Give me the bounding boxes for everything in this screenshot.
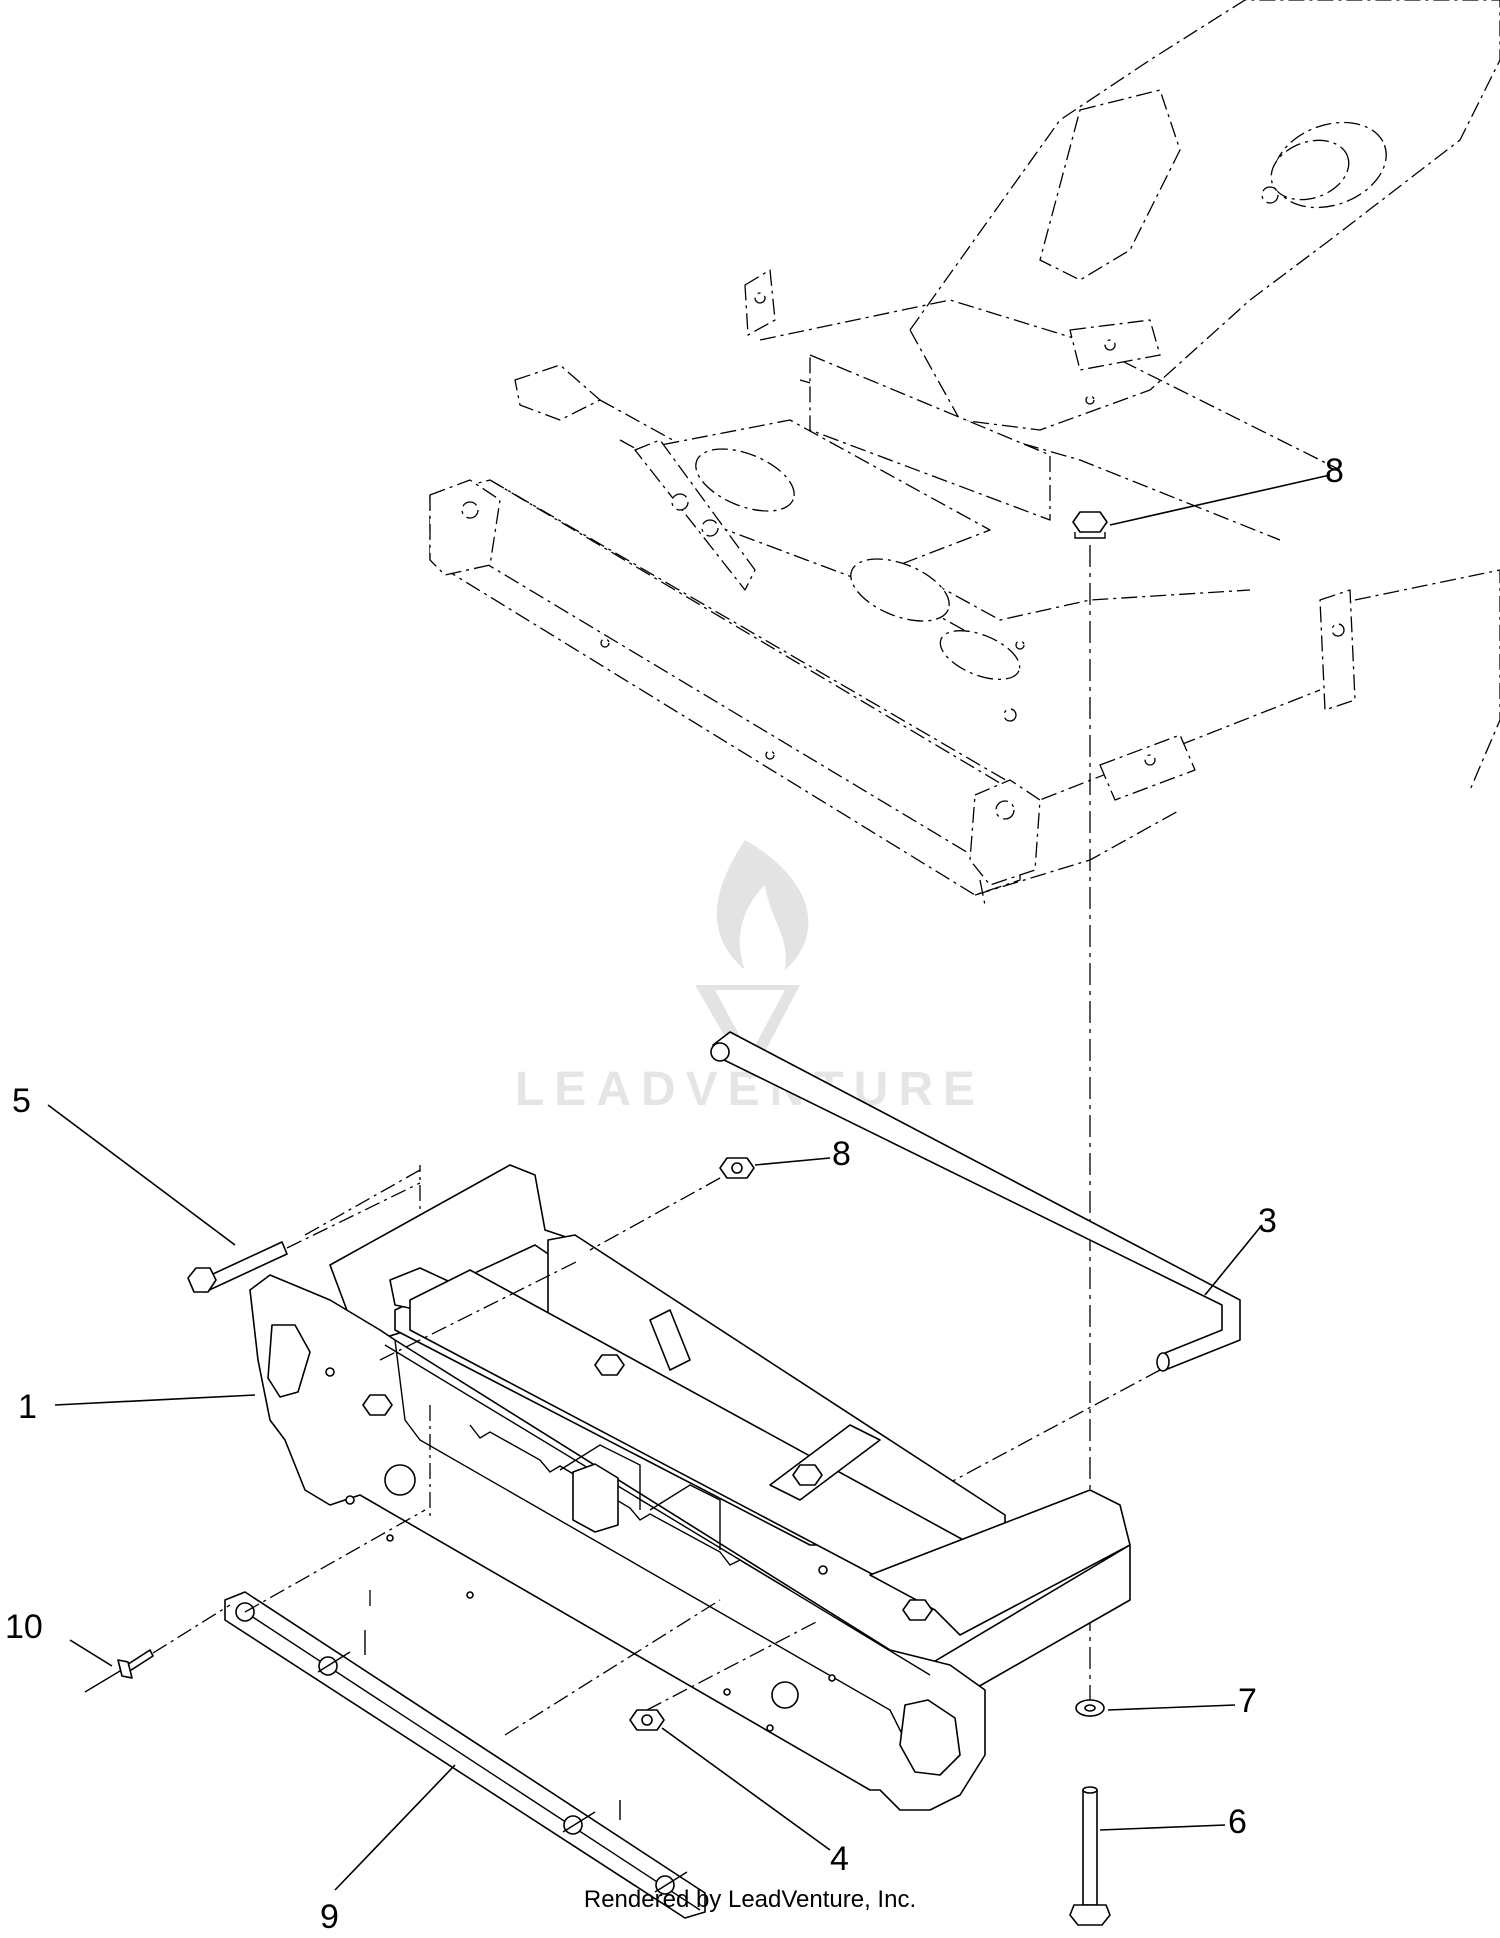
rivet-part-10 — [84, 1604, 231, 1693]
bumper-bracket-part-1 — [249, 1164, 1131, 1811]
callout-8-lower: 8 — [832, 1135, 851, 1173]
leadventure-flame-logo-icon — [695, 840, 809, 1080]
callout-4: 4 — [830, 1840, 849, 1878]
flange-nut-part-4 — [629, 1619, 821, 1731]
callout-1: 1 — [18, 1388, 37, 1426]
rivets-installed — [317, 1630, 688, 1893]
callout-8-top: 8 — [1325, 452, 1344, 490]
callout-10: 10 — [5, 1608, 43, 1646]
flange-nut-top — [1072, 511, 1108, 539]
watermark-text: LEADVENTURE — [515, 1063, 985, 1116]
callout-5: 5 — [12, 1082, 31, 1120]
bolt-part-5 — [187, 1182, 421, 1293]
flange-nut-lower — [589, 1157, 755, 1251]
callout-3: 3 — [1258, 1202, 1277, 1240]
callout-9: 9 — [320, 1898, 339, 1936]
callout-7: 7 — [1238, 1682, 1257, 1720]
callout-6: 6 — [1228, 1803, 1247, 1841]
wear-strip-part-9 — [224, 1509, 721, 1919]
leader-lines — [47, 474, 1331, 1891]
bolt-part-6 — [1069, 1786, 1111, 1926]
rendered-by-footer: Rendered by LeadVenture, Inc. — [583, 1886, 917, 1913]
leadventure-watermark: LEADVENTURE — [515, 840, 985, 1116]
washer-part-7 — [1075, 1699, 1105, 1717]
mower-frame-ghost — [429, 0, 1500, 906]
